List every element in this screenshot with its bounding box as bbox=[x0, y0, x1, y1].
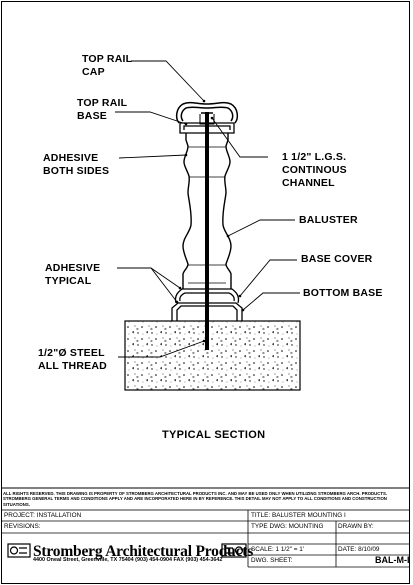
title-value: BALUSTER MOUNTING I bbox=[271, 512, 346, 519]
label-adhesive-both-sides: ADHESIVE BOTH SIDES bbox=[43, 152, 110, 177]
leader-lgs-channel bbox=[211, 117, 268, 158]
leader-bottom-base bbox=[242, 292, 300, 311]
leader-adhesive-typical-2 bbox=[150, 267, 181, 289]
leader-adhesive-typical-1 bbox=[117, 267, 178, 303]
brand-name: Stromberg Architectural Products bbox=[33, 543, 254, 560]
leader-lines bbox=[115, 60, 300, 358]
label-steel-thread: 1/2"Ø STEEL ALL THREAD bbox=[38, 347, 107, 372]
label-baluster: BALUSTER bbox=[299, 214, 358, 226]
stromberg-logo-icon bbox=[7, 543, 31, 558]
label-top-rail-base: TOP RAIL BASE bbox=[77, 97, 128, 122]
revisions-label: REVISIONS: bbox=[4, 523, 41, 530]
leader-adhesive-both-sides bbox=[118, 154, 187, 159]
scale-row: SCALE: 1 1/2" = 1' bbox=[251, 546, 304, 554]
leader-base-cover bbox=[239, 259, 297, 297]
leader-steel-thread bbox=[118, 340, 205, 358]
project-row: PROJECT: INSTALLATION bbox=[4, 512, 81, 520]
sheet-label: DWG. SHEET: bbox=[251, 557, 293, 564]
stromberg-logo-right-icon bbox=[221, 543, 247, 558]
scale-label: SCALE: bbox=[251, 546, 274, 553]
type-row: TYPE DWG: MOUNTING bbox=[251, 523, 323, 531]
title-block-grid bbox=[1, 509, 410, 584]
steel-rod-shape bbox=[201, 112, 213, 350]
label-lgs-channel: 1 1/2" L.G.S. CONTINOUS CHANNEL bbox=[282, 151, 347, 189]
label-adhesive-typical: ADHESIVE TYPICAL bbox=[45, 262, 101, 287]
date-row: DATE: 8/10/09 bbox=[338, 546, 379, 554]
drawn-by-label: DRAWN BY: bbox=[338, 523, 374, 530]
leader-top-rail-base bbox=[115, 111, 187, 125]
sheet-value: BAL-M-I bbox=[375, 555, 410, 565]
type-label: TYPE DWG: bbox=[251, 523, 287, 530]
legal-notice: ALL RIGHTS RESERVED. THIS DRAWING IS PRO… bbox=[3, 491, 388, 507]
date-label: DATE: bbox=[338, 546, 357, 553]
label-top-rail-cap: TOP RAIL CAP bbox=[82, 53, 133, 78]
baluster-shape bbox=[182, 133, 232, 289]
section-title: TYPICAL SECTION bbox=[162, 429, 266, 441]
title-row: TITLE: BALUSTER MOUNTING I bbox=[251, 512, 346, 520]
leader-baluster bbox=[227, 219, 295, 237]
project-value: INSTALLATION bbox=[36, 512, 82, 519]
scale-value: 1 1/2" = 1' bbox=[275, 546, 305, 553]
leader-top-rail-cap bbox=[131, 60, 205, 102]
label-base-cover: BASE COVER bbox=[301, 253, 373, 265]
label-bottom-base: BOTTOM BASE bbox=[303, 287, 383, 299]
date-value: 8/10/09 bbox=[358, 546, 380, 553]
concrete-slab bbox=[124, 320, 301, 391]
type-value: MOUNTING bbox=[288, 523, 324, 530]
brand-address: 4400 Oneal Street, Greenville, TX 75404 … bbox=[33, 557, 223, 563]
project-label: PROJECT: bbox=[4, 512, 35, 519]
top-rail-cap-shape bbox=[175, 101, 239, 124]
title-label: TITLE: bbox=[251, 512, 271, 519]
leader-arrowheads bbox=[175, 99, 245, 343]
